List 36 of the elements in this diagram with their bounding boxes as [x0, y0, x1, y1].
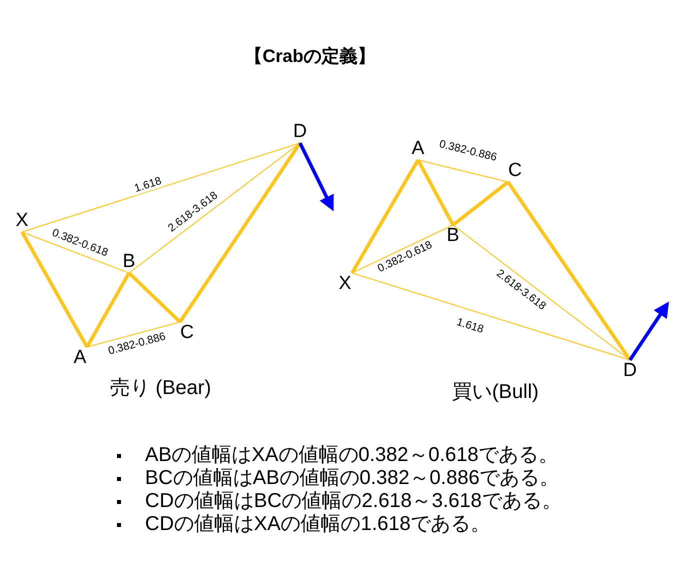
connector-line [452, 224, 630, 360]
point-label: X [338, 273, 352, 295]
bullet-text: CDの値幅はXAの値幅の1.618である。 [145, 512, 491, 536]
connector-line [418, 160, 508, 182]
connector-line [178, 142, 302, 323]
connector-line [128, 142, 300, 274]
bullet-text: CDの値幅はBCの値幅の2.618～3.618である。 [145, 489, 562, 513]
connector-line [506, 181, 632, 361]
point-label: C [180, 322, 194, 344]
connector-line [352, 272, 630, 360]
point-label: D [623, 360, 637, 382]
connector-line [352, 224, 454, 274]
point-label: C [508, 160, 522, 182]
connector-line [350, 159, 420, 274]
direction-arrow [628, 302, 669, 361]
point-label: D [293, 121, 307, 143]
connector-line [452, 180, 510, 226]
connector-line [128, 272, 182, 324]
point-label: B [446, 225, 460, 247]
point-label: X [15, 210, 29, 232]
title: 【Crabの定義】 [243, 45, 376, 68]
point-label: A [411, 138, 425, 160]
connector-line [22, 142, 300, 232]
bullet-text: ABの値幅はXAの値幅の0.382～0.618である。 [145, 443, 558, 467]
connector-line [86, 322, 180, 348]
chart-caption: 売り (Bear) [110, 376, 212, 400]
connector-line [22, 232, 130, 274]
chart-caption: 買い(Bull) [452, 380, 539, 404]
point-label: B [122, 251, 136, 273]
direction-arrow [298, 142, 334, 212]
connector-line [20, 231, 89, 348]
connector-line [416, 159, 455, 226]
ratio-label: 1.618 [132, 174, 164, 196]
connector-line [85, 272, 131, 348]
bullet-text: BCの値幅はABの値幅の0.382～0.886である。 [145, 466, 560, 490]
point-label: A [73, 347, 87, 369]
